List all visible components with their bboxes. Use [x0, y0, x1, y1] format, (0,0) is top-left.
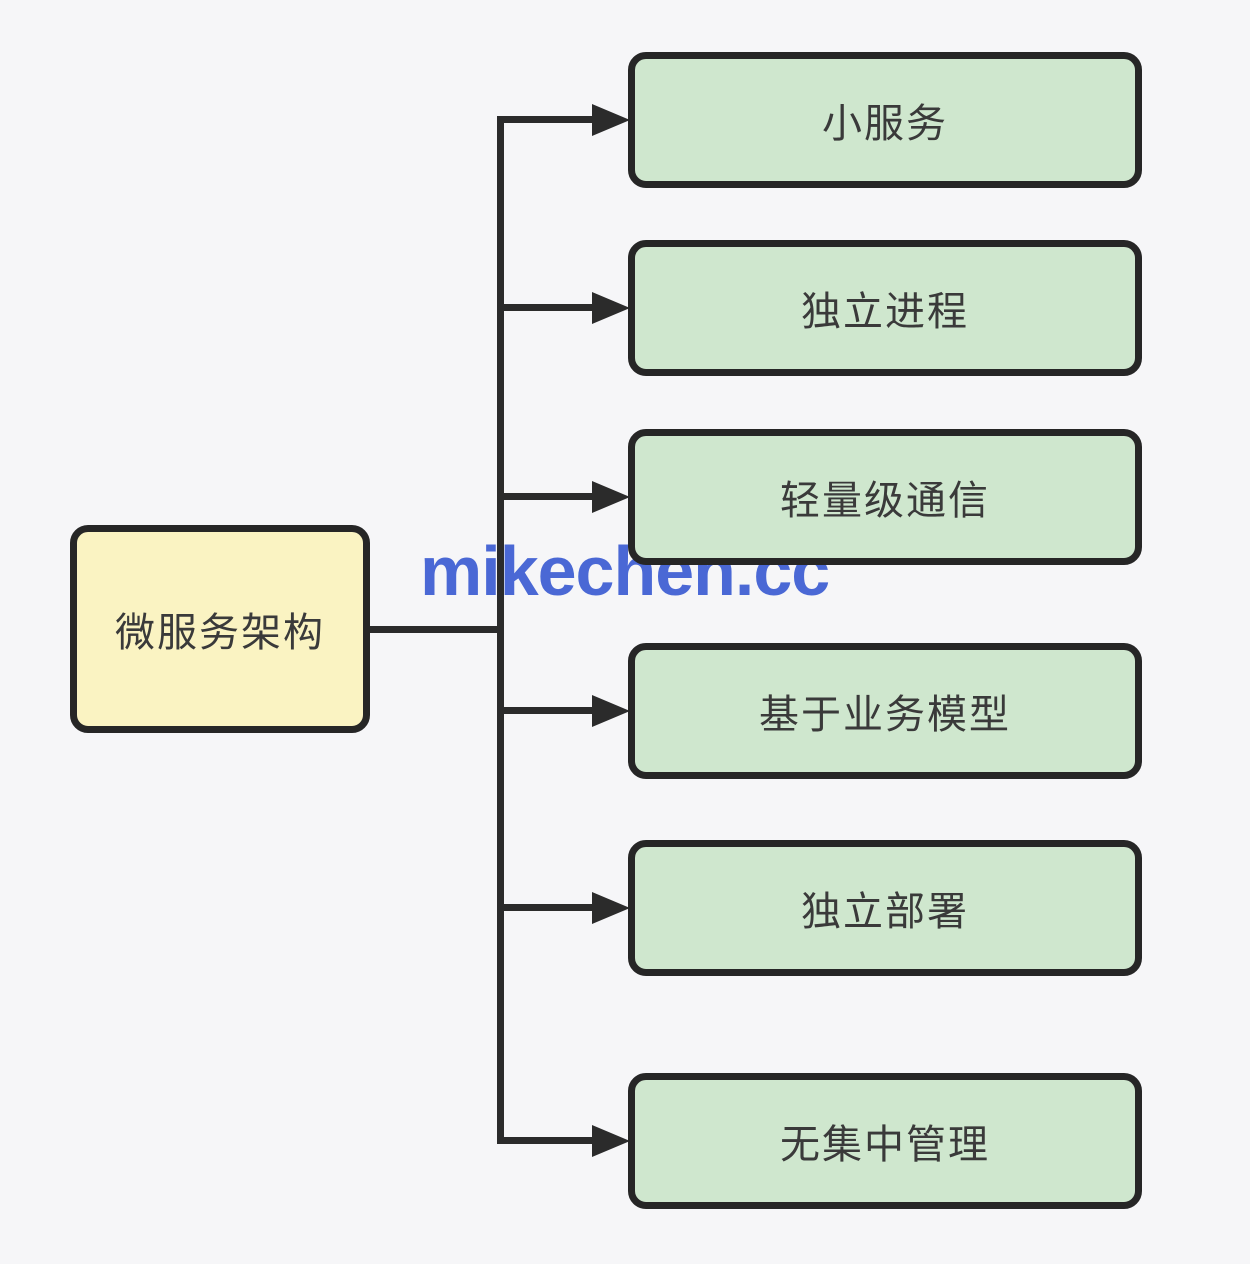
child-node-label: 轻量级通信 — [780, 479, 990, 523]
node-independent-deployment: 独立部署 — [628, 840, 1142, 976]
child-node-label: 小服务 — [822, 102, 948, 146]
connector-branch-6 — [497, 1137, 595, 1144]
child-node-label: 无集中管理 — [780, 1123, 990, 1167]
arrow-head-icon-6 — [592, 1125, 630, 1157]
node-based-on-business-model: 基于业务模型 — [628, 643, 1142, 779]
child-node-label: 独立进程 — [801, 290, 969, 334]
arrow-head-icon-1 — [592, 104, 630, 136]
arrow-head-icon-5 — [592, 892, 630, 924]
connector-branch-3 — [497, 493, 595, 500]
child-node-label: 独立部署 — [801, 890, 969, 934]
connector-branch-2 — [497, 304, 595, 311]
connector-branch-4 — [497, 707, 595, 714]
arrow-head-icon-4 — [592, 695, 630, 727]
arrow-head-icon-3 — [592, 481, 630, 513]
node-small-service: 小服务 — [628, 52, 1142, 188]
connector-root-line — [368, 626, 500, 633]
connector-branch-5 — [497, 904, 595, 911]
node-microservices-architecture: 微服务架构 — [70, 525, 370, 733]
connector-trunk — [497, 117, 504, 1144]
node-independent-process: 独立进程 — [628, 240, 1142, 376]
arrow-head-icon-2 — [592, 292, 630, 324]
node-no-centralized-management: 无集中管理 — [628, 1073, 1142, 1209]
connector-branch-1 — [497, 116, 595, 123]
child-node-label: 基于业务模型 — [759, 693, 1011, 737]
node-lightweight-communication: 轻量级通信 — [628, 429, 1142, 565]
root-node-label: 微服务架构 — [115, 611, 325, 655]
